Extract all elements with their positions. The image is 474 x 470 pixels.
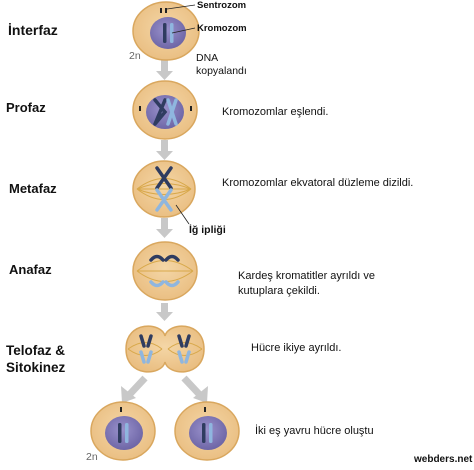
- dna-note-line1: DNA: [196, 52, 219, 64]
- ploidy-top: 2n: [129, 50, 141, 62]
- arrow-left: [121, 375, 148, 403]
- interphase-cell: [132, 1, 200, 61]
- label-chromosome: Kromozom: [197, 23, 247, 34]
- daughter-cell-right: [174, 401, 240, 461]
- watermark: webders.net: [414, 454, 473, 465]
- note-telophase: Hücre ikiye ayrıldı.: [251, 342, 342, 354]
- note-anaphase-line1: Kardeş kromatitler ayrıldı ve: [238, 270, 375, 282]
- label-centrosome: Sentrozom: [197, 0, 247, 11]
- arrow-3: [156, 218, 173, 238]
- prophase-cell: [132, 80, 198, 140]
- telophase-cell: [125, 325, 205, 373]
- note-metaphase: Kromozomlar ekvatoral düzleme dizildi.: [222, 177, 414, 189]
- daughter-cell-left: [90, 401, 156, 461]
- arrow-2: [156, 140, 173, 160]
- stage-metaphase: Metafaz: [9, 181, 57, 196]
- stage-telophase: Telofaz &: [6, 343, 66, 358]
- note-anaphase-line2: kutuplara çekildi.: [238, 285, 320, 297]
- ploidy-bottom: 2n: [86, 451, 98, 463]
- arrow-right: [181, 375, 208, 403]
- label-spindle: İğ ipliği: [189, 224, 226, 236]
- stage-interphase: İnterfaz: [8, 22, 58, 38]
- metaphase-cell: [132, 160, 196, 225]
- dna-note-line2: kopyalandı: [196, 65, 247, 77]
- note-prophase: Kromozomlar eşlendi.: [222, 106, 329, 118]
- flow-arrows: [121, 60, 208, 403]
- stage-cytokinesis: Sitokinez: [6, 360, 66, 375]
- stage-anaphase: Anafaz: [9, 262, 52, 277]
- arrow-1: [156, 60, 173, 80]
- anaphase-cell: [132, 241, 198, 301]
- stage-prophase: Profaz: [6, 100, 46, 115]
- note-daughters: İki eş yavru hücre oluştu: [255, 425, 374, 437]
- arrow-4: [156, 303, 173, 321]
